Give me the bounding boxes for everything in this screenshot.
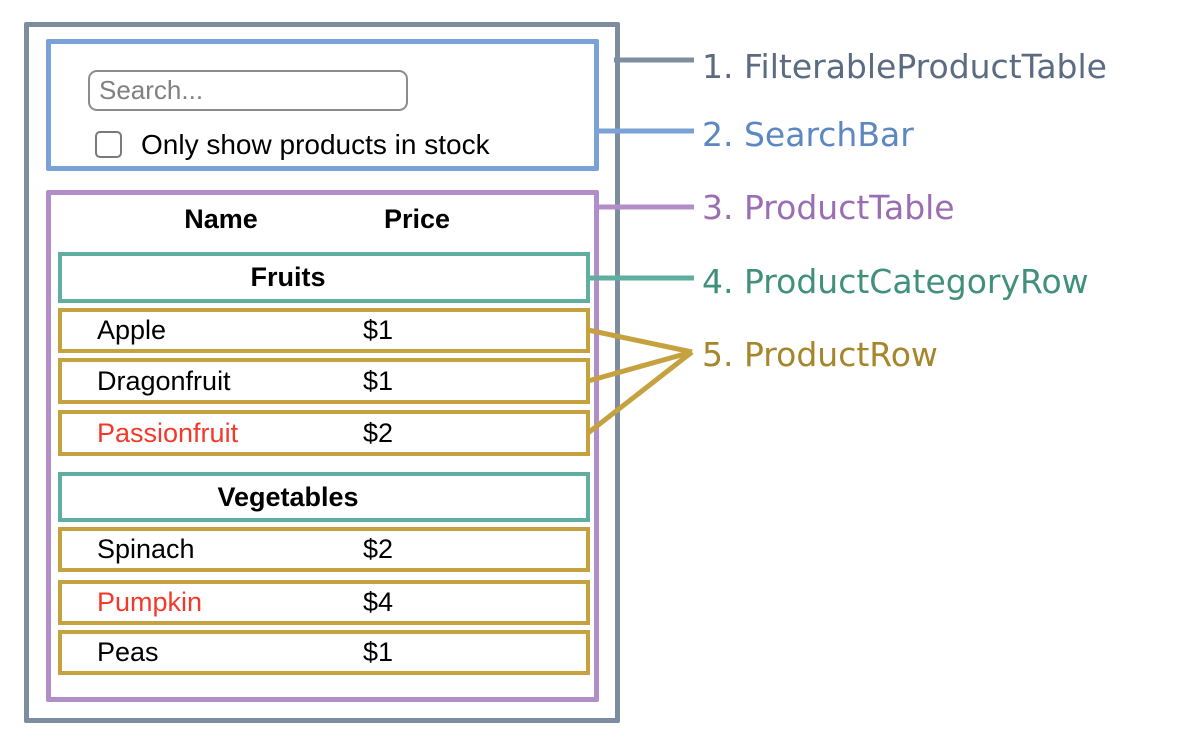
product-row-apple: Apple $1	[58, 308, 590, 353]
product-row-passionfruit: Passionfruit $2	[58, 410, 590, 456]
product-name-out-of-stock: Passionfruit	[97, 417, 239, 448]
product-row-peas: Peas $1	[58, 630, 590, 675]
product-price: $2	[363, 534, 394, 564]
search-bar-box	[46, 39, 599, 171]
product-row-dragonfruit: Dragonfruit $1	[58, 358, 590, 404]
product-name-out-of-stock: Pumpkin	[97, 587, 203, 617]
category-label: Fruits	[250, 262, 326, 292]
product-price: $2	[363, 417, 394, 448]
legend-filterable-product-table: 1. FilterableProductTable	[702, 46, 1107, 86]
in-stock-checkbox[interactable]	[95, 131, 122, 158]
product-name: Peas	[97, 637, 159, 667]
product-name: Apple	[97, 315, 167, 345]
product-price: $1	[363, 365, 394, 396]
product-name: Dragonfruit	[97, 365, 231, 396]
product-price: $4	[363, 587, 394, 617]
product-table-box	[46, 190, 599, 702]
category-row-vegetables: Vegetables	[58, 472, 590, 522]
product-row-spinach: Spinach $2	[58, 527, 590, 572]
product-name: Spinach	[97, 534, 195, 564]
legend-search-bar: 2. SearchBar	[702, 114, 914, 154]
column-header-name: Name	[184, 203, 258, 234]
product-price: $1	[363, 637, 394, 667]
product-row-pumpkin: Pumpkin $4	[58, 580, 590, 625]
legend-product-category-row: 4. ProductCategoryRow	[702, 261, 1089, 301]
column-header-price: Price	[383, 203, 451, 234]
category-row-fruits: Fruits	[58, 252, 590, 303]
category-label: Vegetables	[217, 481, 359, 512]
search-input[interactable]	[88, 70, 408, 111]
legend-product-row: 5. ProductRow	[702, 334, 938, 374]
product-price: $1	[363, 315, 394, 345]
in-stock-checkbox-label: Only show products in stock	[141, 129, 490, 160]
legend-product-table: 3. ProductTable	[702, 187, 955, 227]
